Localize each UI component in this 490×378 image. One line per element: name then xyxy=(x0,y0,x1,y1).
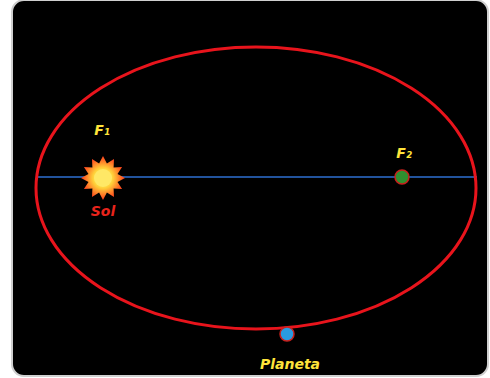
focus-label: F₁ xyxy=(94,123,110,137)
sun-label: Sol xyxy=(91,204,116,218)
focus-label: F₂ xyxy=(396,146,412,160)
background xyxy=(12,0,488,376)
orbit-ellipse xyxy=(36,47,476,329)
sun-symbol xyxy=(81,156,125,200)
planet-label: Planeta xyxy=(260,357,320,371)
focus-dot xyxy=(395,170,409,184)
planet-dot xyxy=(280,327,294,341)
sun-core xyxy=(94,169,112,187)
